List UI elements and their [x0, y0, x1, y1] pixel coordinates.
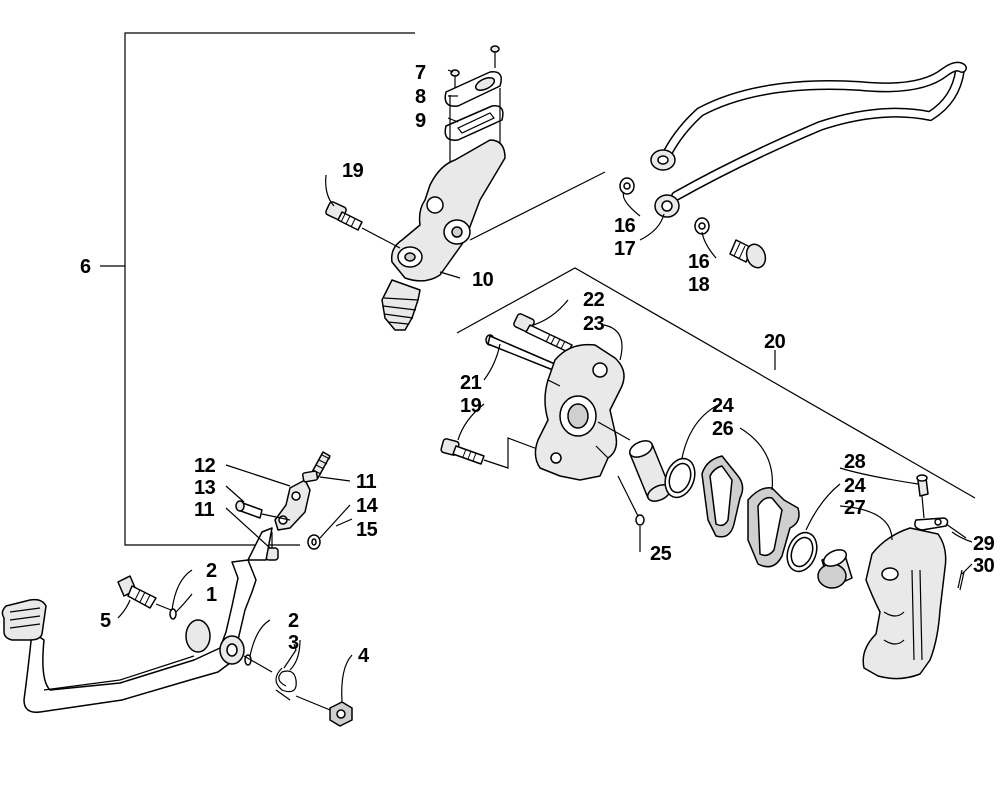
pedal-pad	[1, 598, 47, 641]
callout-17: 17	[614, 238, 636, 260]
callout-22: 22	[583, 289, 605, 311]
pivot-bolt-5	[117, 575, 177, 620]
callout-15: 15	[356, 519, 378, 541]
callout-20: 20	[764, 331, 786, 353]
callout-1: 1	[206, 584, 217, 606]
callout-3: 3	[288, 632, 299, 654]
caliper-bolt-22	[513, 313, 573, 353]
callout-4: 4	[358, 645, 370, 667]
reservoir-gasket-9	[444, 105, 504, 141]
callout-7: 7	[415, 62, 426, 84]
washer-1	[169, 608, 177, 620]
callout-24: 24	[712, 395, 735, 417]
callout-11: 11	[194, 499, 215, 521]
piston-left	[628, 440, 672, 502]
callout-19: 19	[460, 395, 482, 417]
cotter-pin-15	[335, 518, 353, 527]
callout-5: 5	[100, 610, 111, 632]
rubber-boot	[381, 279, 421, 331]
cotter-pin-30	[957, 569, 965, 591]
callout-27: 27	[844, 497, 866, 519]
bushing-11-upper	[301, 470, 319, 483]
group-bracket-20	[456, 267, 976, 499]
callout-6: 6	[80, 256, 91, 278]
callout-18: 18	[688, 274, 710, 296]
group-bracket-6	[100, 32, 415, 546]
callout-13: 13	[194, 477, 216, 499]
piston-right	[817, 549, 853, 589]
callout-28: 28	[844, 451, 866, 473]
callout-11: 11	[356, 471, 377, 493]
bolt-19-upper	[325, 201, 401, 249]
brake-pedal-assembly	[1, 527, 273, 713]
leader-lines	[117, 69, 973, 703]
callout-29: 29	[973, 533, 995, 555]
brake-hose	[650, 61, 967, 218]
callout-21: 21	[460, 372, 482, 394]
return-spring-3	[275, 643, 297, 701]
callout-30: 30	[973, 555, 995, 577]
callout-16: 16	[614, 215, 636, 237]
caliper-half-27	[862, 527, 947, 680]
nut-4	[295, 695, 353, 727]
callout-2: 2	[288, 610, 299, 632]
clevis-assembly	[235, 470, 353, 561]
bleeder-valve-28	[916, 474, 929, 519]
crush-washer-25	[635, 514, 645, 526]
callout-25: 25	[650, 543, 672, 565]
callout-16: 16	[688, 251, 710, 273]
callout-2: 2	[206, 560, 217, 582]
brake-pedal	[23, 559, 257, 713]
callout-24: 24	[844, 475, 867, 497]
callout-9: 9	[415, 110, 426, 132]
master-cylinder-body-10	[390, 139, 506, 282]
sealing-washers-16	[619, 177, 710, 235]
reservoir-cap-8	[444, 71, 502, 107]
callout-8: 8	[415, 86, 426, 108]
bolt-19-lower	[440, 437, 541, 469]
retainer-clip-29	[914, 517, 967, 539]
master-cylinder-assembly	[310, 45, 606, 479]
callout-12: 12	[194, 455, 216, 477]
callout-26: 26	[712, 418, 734, 440]
callout-19: 19	[342, 160, 364, 182]
callout-14: 14	[356, 495, 379, 517]
callout-23: 23	[583, 313, 605, 335]
callout-10: 10	[472, 269, 494, 291]
banjo-bolt-18	[729, 239, 767, 269]
